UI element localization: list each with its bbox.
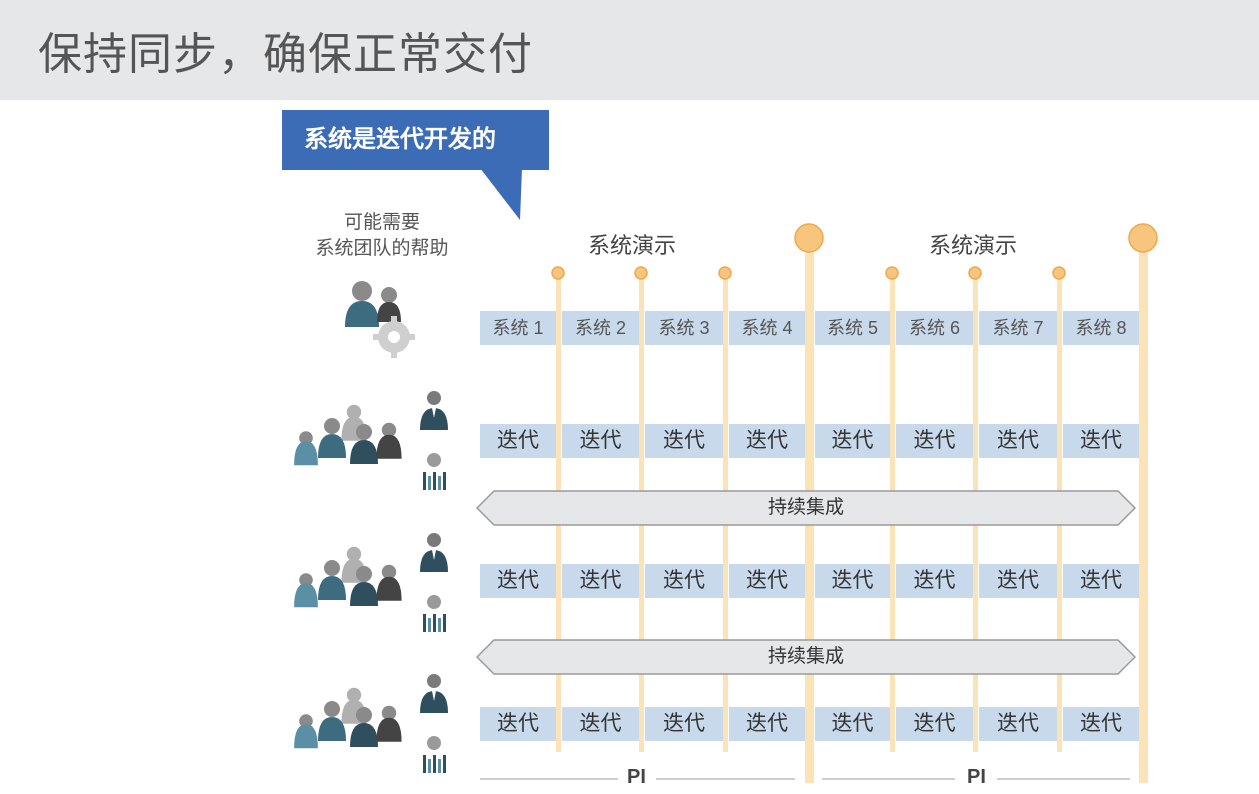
iteration-cell: 迭代	[480, 424, 556, 458]
milestone-dots	[551, 223, 1158, 280]
system-team-icon	[345, 281, 415, 358]
iteration-cell: 迭代	[1063, 424, 1139, 458]
system-cell: 系统 3	[645, 311, 723, 345]
iteration-cell: 迭代	[815, 424, 890, 458]
scrum-master-icon	[423, 595, 446, 632]
pi-label-2: PI	[967, 766, 986, 788]
agile-team-icon-1	[294, 391, 448, 490]
ci-label: 持续集成	[767, 497, 844, 518]
pi-label-1: PI	[627, 766, 646, 788]
scrum-master-icon	[423, 736, 446, 773]
iteration-cell: 迭代	[645, 424, 723, 458]
scrum-master-icon	[423, 453, 446, 490]
system-cell: 系统 2	[562, 311, 639, 345]
iteration-cell: 迭代	[729, 564, 805, 598]
continuous-integration-band-2: 持续集成	[476, 639, 1136, 675]
iteration-cell: 迭代	[645, 564, 723, 598]
iteration-cell: 迭代	[1063, 564, 1139, 598]
header-bar: 保持同步，确保正常交付	[0, 0, 1259, 100]
iteration-cell: 迭代	[480, 564, 556, 598]
note-line-2: 系统团队的帮助	[315, 238, 449, 259]
system-cell: 系统 8	[1063, 311, 1139, 345]
system-cell: 系统 7	[979, 311, 1057, 345]
iteration-cell: 迭代	[815, 707, 890, 741]
iteration-cell: 迭代	[562, 564, 639, 598]
gear-icon	[373, 316, 415, 358]
product-owner-icon	[420, 674, 448, 713]
iteration-cell: 迭代	[480, 707, 556, 741]
iteration-cell: 迭代	[729, 707, 805, 741]
callout-pointer	[480, 168, 522, 220]
system-cell: 系统 4	[729, 311, 805, 345]
system-demo-label-2: 系统演示	[929, 233, 1018, 258]
iteration-cell: 迭代	[896, 564, 973, 598]
ci-arrow-shape	[476, 639, 1136, 675]
iteration-cell: 迭代	[896, 707, 973, 741]
iteration-cell: 迭代	[645, 707, 723, 741]
iteration-cell: 迭代	[729, 424, 805, 458]
system-team-note: 可能需要 系统团队的帮助	[290, 210, 474, 262]
agile-team-icon-2	[294, 533, 448, 632]
iteration-cell: 迭代	[979, 564, 1057, 598]
iteration-cell: 迭代	[562, 424, 639, 458]
system-cell: 系统 1	[480, 311, 556, 345]
ci-arrow-shape	[476, 490, 1136, 526]
system-demo-label-1: 系统演示	[588, 233, 677, 258]
page-title: 保持同步，确保正常交付	[38, 30, 533, 79]
iteration-cell: 迭代	[979, 707, 1057, 741]
continuous-integration-band-1: 持续集成	[476, 490, 1136, 526]
system-cell: 系统 5	[815, 311, 890, 345]
iteration-cell: 迭代	[815, 564, 890, 598]
iteration-cell: 迭代	[1063, 707, 1139, 741]
system-cell: 系统 6	[896, 311, 973, 345]
note-line-1: 可能需要	[343, 212, 420, 233]
iteration-cell: 迭代	[562, 707, 639, 741]
iteration-cell: 迭代	[896, 424, 973, 458]
product-owner-icon	[420, 391, 448, 430]
ci-label: 持续集成	[767, 646, 844, 667]
iterative-callout: 系统是迭代开发的	[282, 110, 549, 170]
iteration-cell: 迭代	[979, 424, 1057, 458]
product-owner-icon	[420, 533, 448, 572]
agile-team-icon-3	[294, 674, 448, 773]
